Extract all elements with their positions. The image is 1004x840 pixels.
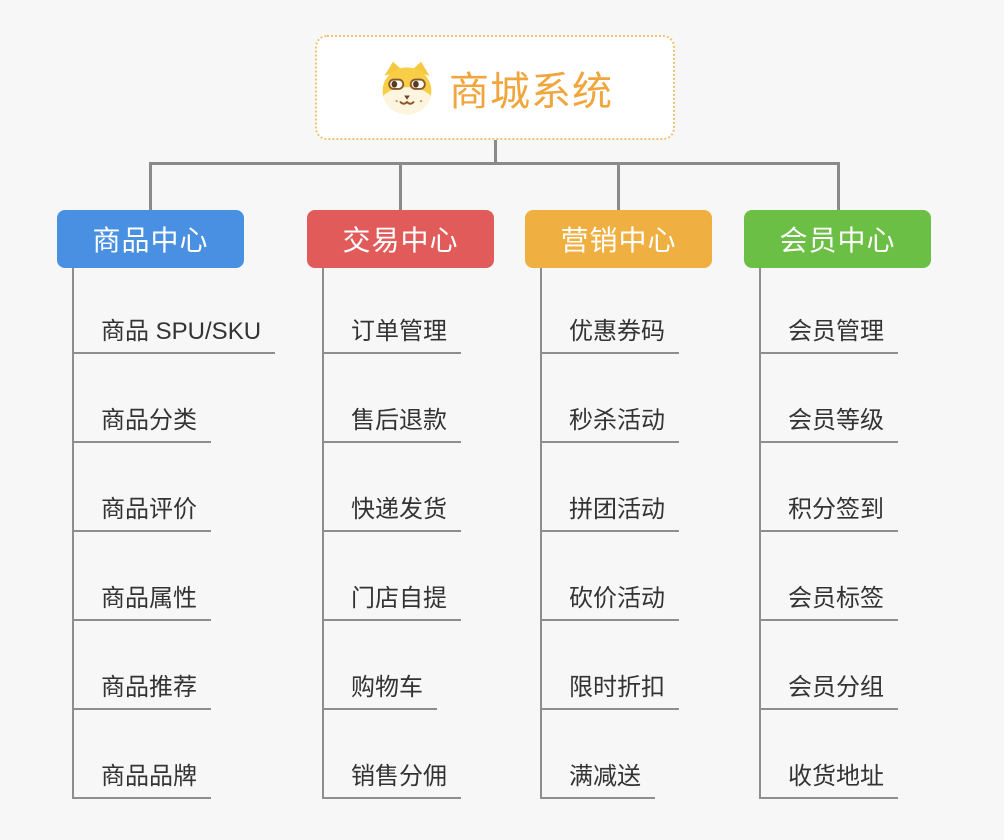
child-item[interactable]: 限时折扣 [542,621,679,710]
child-item[interactable]: 商品 SPU/SKU [74,268,276,354]
branch-children: 商品 SPU/SKU 商品分类商品评价商品属性商品推荐商品品牌 [72,268,276,799]
branch-node[interactable]: 商品中心 [57,210,244,268]
child-item-label: 会员管理 [788,318,884,345]
child-item[interactable]: 砍价活动 [542,532,679,621]
child-item-label: 商品推荐 [101,674,197,701]
child-item-label: 销售分佣 [351,763,447,790]
child-item[interactable]: 订单管理 [324,268,461,354]
child-item-label: 积分签到 [788,496,884,523]
child-item-label: 订单管理 [351,318,447,345]
branch-column: 营销中心优惠券码秒杀活动拼团活动砍价活动限时折扣满减送 [525,210,712,799]
child-item-label: 商品品牌 [101,763,197,790]
child-item-label: 会员分组 [788,674,884,701]
child-item-label: 购物车 [351,674,423,701]
branch-node[interactable]: 交易中心 [307,210,494,268]
branch-column: 会员中心会员管理会员等级积分签到会员标签会员分组收货地址 [744,210,931,799]
child-item[interactable]: 商品分类 [74,354,211,443]
child-item[interactable]: 秒杀活动 [542,354,679,443]
branch-label: 商品中心 [92,225,209,256]
child-item[interactable]: 收货地址 [761,710,898,799]
branch-column: 商品中心商品 SPU/SKU 商品分类商品评价商品属性商品推荐商品品牌 [57,210,276,799]
branch-children: 会员管理会员等级积分签到会员标签会员分组收货地址 [759,268,898,799]
branch-children: 优惠券码秒杀活动拼团活动砍价活动限时折扣满减送 [540,268,679,799]
child-item-label: 拼团活动 [569,496,665,523]
child-item[interactable]: 快递发货 [324,443,461,532]
child-item-label: 商品分类 [101,407,197,434]
child-item-label: 商品 SPU/SKU [101,318,262,345]
child-item[interactable]: 拼团活动 [542,443,679,532]
branch-column: 交易中心订单管理售后退款快递发货门店自提购物车销售分佣 [307,210,494,799]
connector-root-stub [494,139,497,165]
child-item[interactable]: 会员等级 [761,354,898,443]
child-item[interactable]: 优惠券码 [542,268,679,354]
child-item[interactable]: 销售分佣 [324,710,461,799]
root-node[interactable]: 商城系统 [315,35,675,140]
child-item-label: 快递发货 [351,496,447,523]
child-item-label: 会员标签 [788,585,884,612]
child-item[interactable]: 满减送 [542,710,655,799]
child-item-label: 优惠券码 [569,318,665,345]
child-item-label: 售后退款 [351,407,447,434]
branch-children: 订单管理售后退款快递发货门店自提购物车销售分佣 [322,268,461,799]
child-item-label: 门店自提 [351,585,447,612]
branch-label: 营销中心 [560,225,677,256]
child-item[interactable]: 积分签到 [761,443,898,532]
branch-node[interactable]: 会员中心 [744,210,931,268]
child-item-label: 秒杀活动 [569,407,665,434]
child-item[interactable]: 商品推荐 [74,621,211,710]
child-item[interactable]: 会员分组 [761,621,898,710]
connector-drop-line [149,162,152,211]
child-item[interactable]: 商品品牌 [74,710,211,799]
child-item-label: 满减送 [569,763,641,790]
child-item-label: 会员等级 [788,407,884,434]
child-item-label: 商品属性 [101,585,197,612]
root-title: 商城系统 [449,69,613,114]
child-item[interactable]: 会员管理 [761,268,898,354]
connector-drop-line [617,162,620,211]
branch-label: 会员中心 [779,225,896,256]
branch-label: 交易中心 [342,225,459,256]
dog-face-icon [377,59,437,117]
child-item[interactable]: 购物车 [324,621,437,710]
child-item-label: 商品评价 [101,496,197,523]
child-item-label: 收货地址 [788,763,884,790]
child-item[interactable]: 商品评价 [74,443,211,532]
branch-node[interactable]: 营销中心 [525,210,712,268]
connector-drop-line [399,162,402,211]
child-item[interactable]: 商品属性 [74,532,211,621]
child-item[interactable]: 会员标签 [761,532,898,621]
child-item[interactable]: 门店自提 [324,532,461,621]
child-item[interactable]: 售后退款 [324,354,461,443]
connector-horizontal [149,162,840,165]
connector-drop-line [837,162,840,211]
child-item-label: 砍价活动 [569,585,665,612]
child-item-label: 限时折扣 [569,674,665,701]
